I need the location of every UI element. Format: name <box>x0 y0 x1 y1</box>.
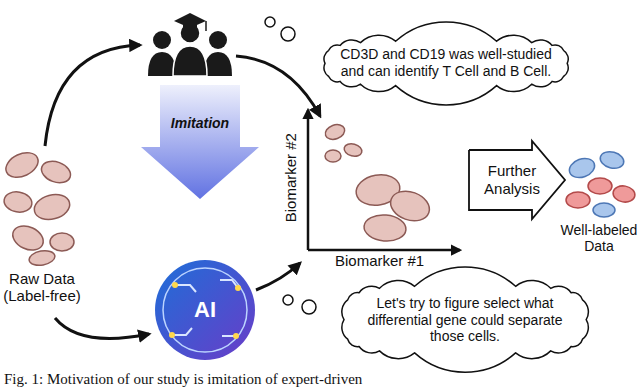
arrow-label: Imitation <box>160 115 240 132</box>
arrow-shape <box>469 141 565 219</box>
data-label: Raw Data (Label-free) <box>0 270 84 305</box>
axis-label: Biomarker #1 <box>335 252 445 269</box>
axis-label: Biomarker #2 <box>282 128 299 228</box>
icon-label: AI <box>185 297 225 322</box>
plot-cells <box>323 122 433 243</box>
raw-cells <box>2 148 74 267</box>
bubble-text: CD3D and CD19 was well-studied and can i… <box>337 46 555 80</box>
thought-dots <box>265 17 316 314</box>
data-label: Well-labeled Data <box>560 222 638 254</box>
bubble-outline <box>324 21 568 104</box>
node-outline <box>140 85 260 200</box>
labeled-cells <box>566 149 636 217</box>
bubble-text: Let's try to figure select what differen… <box>356 295 574 345</box>
flow-arrows <box>45 45 320 338</box>
arrow-label: Further Analysis <box>472 162 552 198</box>
speech-bubble: CD3D and CD19 was well-studied and can i… <box>309 25 583 102</box>
plot-axes <box>308 110 460 250</box>
expert-icon <box>148 13 232 76</box>
imitation-arrow: Imitation <box>140 85 260 200</box>
speech-bubble: Let's try to figure select what differen… <box>328 270 602 369</box>
bubble-outline <box>342 267 589 372</box>
figure-caption: Fig. 1: Motivation of our study is imita… <box>4 371 362 388</box>
ai-icon <box>155 260 255 360</box>
process-arrow: Further Analysis <box>468 140 566 220</box>
arrow-shape <box>141 85 259 199</box>
